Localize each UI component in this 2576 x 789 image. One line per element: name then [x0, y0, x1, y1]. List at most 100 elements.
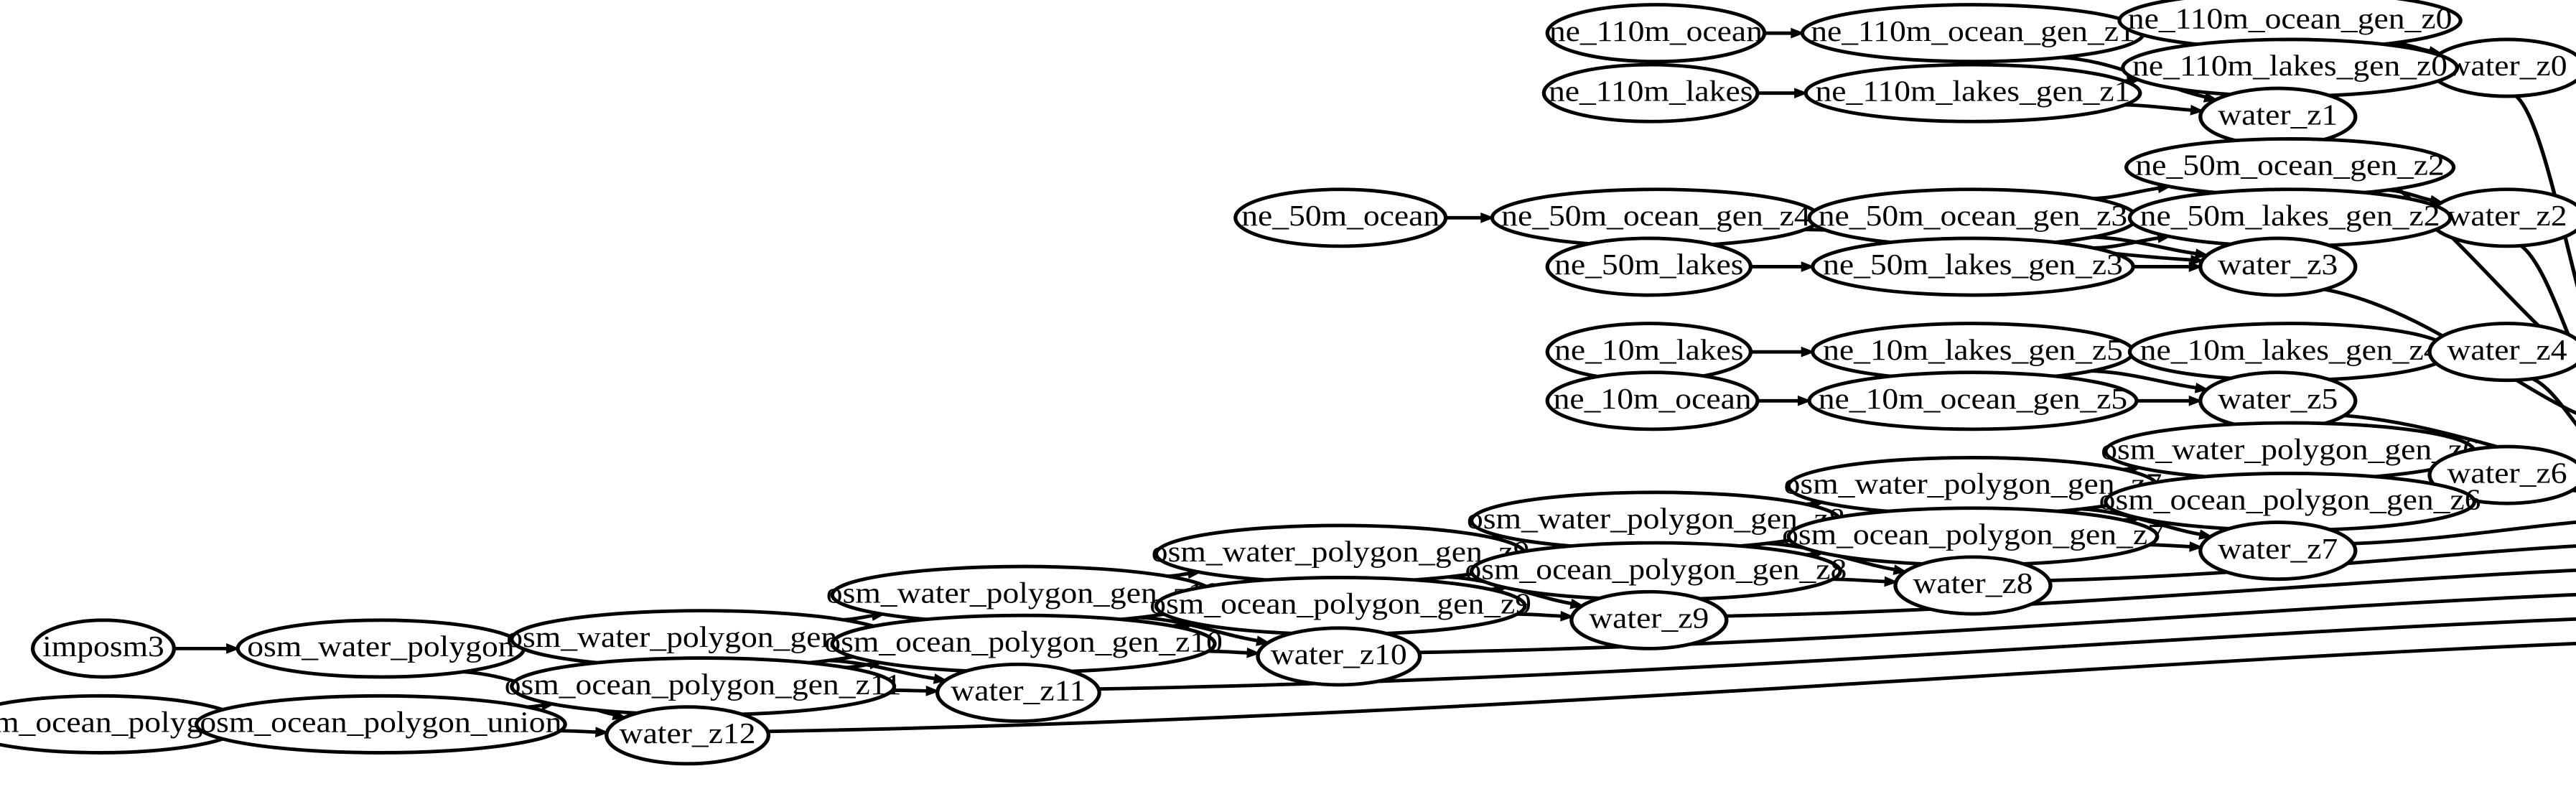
graph-node-ne_50m_ocean_gen_z2[interactable]: ne_50m_ocean_gen_z2	[2124, 137, 2456, 197]
graph-node-water_z10[interactable]: water_z10	[1256, 626, 1422, 687]
graph-node-ne_110m_ocean_gen_z0[interactable]: ne_110m_ocean_gen_z0	[2117, 0, 2463, 51]
graph-node-osm_water_polygon_gen_z6[interactable]: osm_water_polygon_gen_z6	[2101, 421, 2479, 482]
graph-node-water_z12[interactable]: water_z12	[605, 705, 771, 766]
arrowhead-osm_ocean_polygon_union-to-water_z12	[595, 727, 610, 738]
graph-node-osm_ocean_polygon_union[interactable]: osm_ocean_polygon_union	[194, 694, 567, 755]
arrowhead-ne_10m_ocean-to-ne_10m_ocean_gen_z5	[1797, 395, 1812, 406]
node-label-ne_10m_ocean: ne_10m_ocean	[1554, 383, 1752, 416]
node-label-ne_50m_ocean: ne_50m_ocean	[1241, 200, 1439, 233]
edge-water_z4-to-layer_water-z4	[2531, 377, 2576, 427]
node-label-imposm3: imposm3	[42, 630, 164, 663]
graph-node-osm_ocean_polygon_gen_z9[interactable]: osm_ocean_polygon_gen_z9	[1149, 576, 1531, 637]
node-ellipse-water_z6	[2427, 444, 2576, 505]
node-label-ne_110m_lakes_gen_z0: ne_110m_lakes_gen_z0	[2132, 50, 2447, 83]
arrowhead-ne_50m_ocean-to-ne_50m_ocean_gen_z4	[1480, 212, 1495, 223]
arrowhead-osm_ocean_polygon_gen_z7-to-water_z7	[2189, 541, 2203, 552]
node-label-osm_ocean_polygon_gen_z7: osm_ocean_polygon_gen_z7	[1782, 518, 2164, 551]
edge-water_z2-to-layer_water-z2	[2519, 244, 2576, 360]
graph-node-water_z3[interactable]: water_z3	[2198, 236, 2358, 297]
node-label-ne_110m_lakes: ne_110m_lakes	[1549, 75, 1753, 108]
graph-node-ne_110m_lakes[interactable]: ne_110m_lakes	[1541, 62, 1760, 123]
graph-node-imposm3[interactable]: imposm3	[30, 618, 177, 679]
node-label-osm_water_polygon_gen_z7: osm_water_polygon_gen_z7	[1784, 467, 2162, 500]
graph-node-ne_10m_ocean[interactable]: ne_10m_ocean	[1545, 370, 1760, 431]
edge-osm_ocean_polygon_gen_z11-to-water_z11	[892, 688, 928, 693]
node-ellipse-ne_110m_lakes	[1541, 62, 1760, 123]
node-label-ne_50m_lakes_gen_z2: ne_50m_lakes_gen_z2	[2140, 200, 2440, 233]
graph-node-water_z5[interactable]: water_z5	[2198, 370, 2358, 431]
edge-water_z9-to-layer_water-z9	[1725, 568, 2576, 618]
graph-node-osm_ocean_polygon_gen_z8[interactable]: osm_ocean_polygon_gen_z8	[1465, 541, 1847, 602]
edge-water_z12-to-layer_water-z12+	[767, 642, 2576, 734]
node-label-water_z6: water_z6	[2447, 457, 2567, 490]
node-label-osm_water_polygon_gen_z9: osm_water_polygon_gen_z9	[1152, 536, 1530, 569]
graph-node-ne_110m_lakes_gen_z0[interactable]: ne_110m_lakes_gen_z0	[2121, 37, 2460, 98]
arrowhead-ne_110m_lakes_gen_z1-to-water_z1	[2190, 105, 2205, 116]
node-ellipse-ne_10m_ocean	[1545, 370, 1760, 431]
node-label-water_z9: water_z9	[1589, 602, 1709, 635]
node-label-water_z4: water_z4	[2447, 334, 2567, 367]
node-label-ne_50m_lakes: ne_50m_lakes	[1554, 248, 1743, 281]
node-ellipse-water_z10	[1256, 626, 1422, 687]
graph-node-osm_water_polygon_gen_z7[interactable]: osm_water_polygon_gen_z7	[1784, 456, 2162, 516]
node-label-ne_50m_ocean_gen_z2: ne_50m_ocean_gen_z2	[2135, 149, 2444, 182]
graph-node-water_z4[interactable]: water_z4	[2427, 322, 2576, 383]
graph-node-ne_50m_lakes_gen_z2[interactable]: ne_50m_lakes_gen_z2	[2127, 187, 2453, 248]
graph-node-water_z7[interactable]: water_z7	[2198, 520, 2358, 582]
node-label-osm_ocean_polygon_gen_z6: osm_ocean_polygon_gen_z6	[2099, 483, 2481, 516]
graph-node-water_z1[interactable]: water_z1	[2198, 86, 2358, 147]
node-label-water_z10: water_z10	[1271, 638, 1407, 671]
graph-node-water_z6[interactable]: water_z6	[2427, 444, 2576, 505]
graph-node-ne_10m_ocean_gen_z5[interactable]: ne_10m_ocean_gen_z5	[1807, 370, 2139, 431]
node-label-osm_water_polygon_gen_z6: osm_water_polygon_gen_z6	[2101, 433, 2479, 466]
graph-node-ne_50m_lakes_gen_z3[interactable]: ne_50m_lakes_gen_z3	[1811, 236, 2135, 297]
node-label-water_z0: water_z0	[2447, 50, 2567, 83]
arrowhead-ne_10m_ocean_gen_z5-to-water_z5	[2188, 395, 2203, 406]
graph-node-osm_ocean_polygon_gen_z7[interactable]: osm_ocean_polygon_gen_z7	[1782, 506, 2164, 567]
node-label-osm_ocean_polygon_union: osm_ocean_polygon_union	[200, 706, 561, 739]
edge-osm_ocean_polygon_union-to-water_z12	[560, 729, 598, 734]
node-label-water_z1: water_z1	[2218, 98, 2338, 131]
graph-node-ne_50m_lakes[interactable]: ne_50m_lakes	[1545, 236, 1753, 297]
graph-node-ne_110m_ocean_gen_z1[interactable]: ne_110m_ocean_gen_z1	[1800, 3, 2146, 64]
edge-osm_water_polygon_gen_z11-to-water_z11	[829, 658, 937, 681]
edge-ne_50m_ocean_gen_z3-to-ne_50m_ocean_gen_z2	[2093, 186, 2160, 200]
node-ellipse-water_z3	[2198, 236, 2358, 297]
node-label-ne_50m_ocean_gen_z3: ne_50m_ocean_gen_z3	[1819, 200, 2127, 233]
arrowhead-ne_10m_lakes-to-ne_10m_lakes_gen_z5	[1801, 346, 1815, 358]
graph-node-ne_110m_lakes_gen_z1[interactable]: ne_110m_lakes_gen_z1	[1803, 62, 2142, 123]
node-ellipse-ne_50m_lakes	[1545, 236, 1753, 297]
graph-node-water_z2[interactable]: water_z2	[2427, 187, 2576, 248]
node-label-water_z7: water_z7	[2218, 532, 2338, 565]
arrowhead-ne_110m_ocean-to-ne_110m_ocean_gen_z1	[1791, 27, 1805, 39]
graph-node-ne_50m_ocean_gen_z4[interactable]: ne_50m_ocean_gen_z4	[1490, 187, 1822, 248]
arrowhead-osm_ocean_polygon_gen_z11-to-water_z11	[925, 686, 940, 696]
graph-node-water_z11[interactable]: water_z11	[935, 662, 1101, 723]
node-ellipse-ne_10m_ocean_gen_z5	[1807, 370, 2139, 431]
graph-node-osm_water_polygon_gen_z10[interactable]: osm_water_polygon_gen_z10	[826, 564, 1221, 625]
graph-node-osm_water_polygon_gen_z8[interactable]: osm_water_polygon_gen_z8	[1467, 490, 1845, 551]
graph-node-osm_ocean_polygon_gen_z11[interactable]: osm_ocean_polygon_gen_z11	[505, 656, 902, 717]
arrowhead-ne_50m_lakes-to-ne_50m_lakes_gen_z3	[1801, 261, 1815, 272]
node-ellipse-water_z7	[2198, 520, 2358, 582]
edge-ne_50m_lakes_gen_z3-to-ne_50m_lakes_gen_z2	[2094, 235, 2160, 250]
node-label-osm_ocean_polygon_gen_z10: osm_ocean_polygon_gen_z10	[824, 625, 1223, 658]
graph-node-water_z9[interactable]: water_z9	[1569, 589, 1729, 650]
node-ellipse-water_z11	[935, 662, 1101, 723]
graph-node-ne_110m_ocean[interactable]: ne_110m_ocean	[1545, 3, 1767, 64]
graph-node-osm_ocean_polygon[interactable]: osm_ocean_polygon	[0, 694, 245, 755]
node-label-ne_10m_ocean_gen_z5: ne_10m_ocean_gen_z5	[1819, 383, 2127, 416]
arrowhead-osm_ocean_polygon_gen_z9-to-water_z9	[1560, 610, 1574, 622]
node-ellipse-ne_50m_ocean	[1233, 187, 1448, 248]
node-label-water_z3: water_z3	[2218, 248, 2338, 281]
node-ellipse-ne_110m_ocean	[1545, 3, 1767, 64]
graph-node-ne_10m_lakes_gen_z4[interactable]: ne_10m_lakes_gen_z4	[2127, 322, 2453, 383]
node-label-ne_10m_lakes: ne_10m_lakes	[1554, 334, 1743, 367]
edge-osm_ocean_polygon_gen_z10-to-water_z10	[1208, 649, 1249, 655]
edge-ne_110m_lakes_gen_z1-to-water_z1	[2124, 103, 2193, 112]
graph-node-ne_50m_ocean[interactable]: ne_50m_ocean	[1233, 187, 1448, 248]
graph-node-water_z8[interactable]: water_z8	[1893, 555, 2053, 616]
graph-node-osm_water_polygon[interactable]: osm_water_polygon	[235, 618, 526, 679]
node-ellipse-osm_ocean_polygon_union	[194, 694, 567, 755]
